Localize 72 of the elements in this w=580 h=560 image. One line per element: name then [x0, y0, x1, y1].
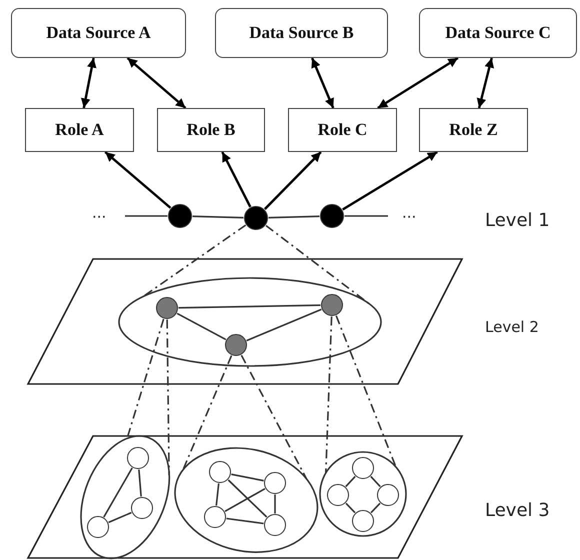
layer-plane: [28, 259, 462, 384]
connector-line: [138, 469, 142, 497]
network-node: [204, 506, 226, 528]
cluster-ellipse: [118, 277, 382, 367]
network-node: [156, 297, 178, 319]
source-box: Data Source C: [419, 8, 577, 58]
network-node: [208, 460, 231, 483]
network-node: [264, 514, 286, 536]
level-label: Level 2: [485, 318, 539, 336]
arrow: [80, 58, 96, 108]
cluster-ellipse: [319, 451, 407, 537]
network-node: [126, 447, 149, 469]
projection-line: [126, 318, 164, 438]
cluster-ellipse: [174, 446, 318, 554]
role-box: Role C: [288, 108, 397, 152]
role-box: Role B: [157, 108, 265, 152]
arrow: [377, 56, 459, 110]
projection-line: [325, 316, 332, 474]
network-node: [320, 204, 344, 228]
network-node: [168, 204, 192, 228]
network-node: [86, 516, 109, 538]
source-box: Data Source B: [215, 8, 388, 58]
network-node: [377, 484, 399, 506]
ellipsis-mark: ···: [92, 208, 106, 226]
connector-line: [103, 468, 133, 518]
connector-line: [274, 494, 276, 514]
connector-line: [178, 304, 321, 309]
network-node: [352, 510, 374, 532]
connector-line: [231, 474, 264, 482]
connector-line: [246, 308, 322, 342]
connector-line: [345, 502, 356, 514]
network-node: [225, 334, 247, 356]
arrow: [104, 151, 172, 209]
connector-line: [176, 312, 226, 340]
arrow: [311, 58, 334, 108]
connector-line: [345, 476, 356, 488]
connector-line: [108, 512, 132, 524]
arrow: [342, 150, 438, 211]
connector-line: [268, 216, 320, 218]
connector-line: [226, 518, 264, 524]
ellipsis-mark: ···: [402, 208, 416, 226]
connector-line: [344, 215, 388, 217]
arrow: [264, 151, 322, 210]
role-box: Role A: [25, 108, 134, 152]
role-box: Role Z: [419, 108, 528, 152]
projection-line: [166, 320, 170, 476]
projection-line: [142, 224, 246, 298]
arrow: [476, 58, 494, 108]
network-node: [130, 497, 153, 519]
network-node: [244, 206, 268, 230]
network-node: [321, 294, 343, 316]
connector-line: [192, 216, 244, 218]
level-label: Level 3: [485, 500, 550, 521]
projection-line: [335, 315, 397, 468]
source-box: Data Source A: [11, 8, 186, 58]
connector-line: [125, 215, 168, 217]
network-node: [327, 484, 349, 506]
projection-line: [240, 354, 308, 480]
network-node: [352, 457, 374, 479]
connector-line: [370, 502, 381, 514]
cluster-ellipse: [80, 434, 170, 560]
connector-line: [370, 476, 381, 488]
layer-plane: [28, 436, 462, 558]
arrow: [126, 57, 186, 109]
arrow: [221, 151, 252, 208]
projection-line: [266, 224, 372, 306]
network-node: [264, 472, 286, 494]
connector-line: [216, 483, 220, 506]
connector-line: [224, 488, 266, 512]
projection-line: [182, 355, 232, 470]
level-label: Level 1: [485, 210, 550, 231]
connector-line: [228, 479, 268, 518]
